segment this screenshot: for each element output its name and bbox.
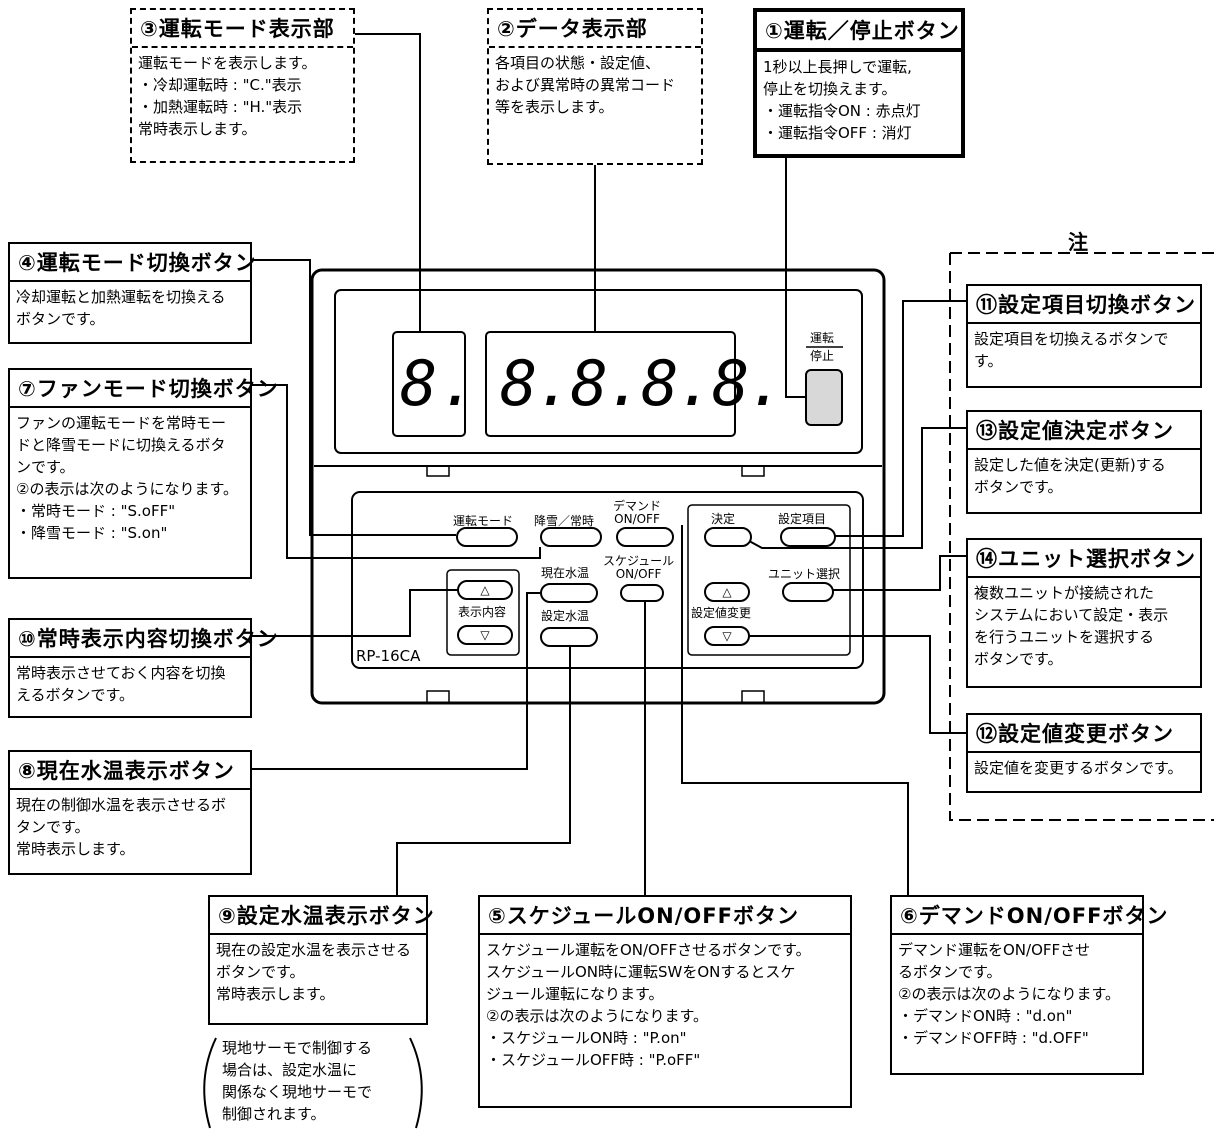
callout-title: ⑥デマンドON/OFFボタン (892, 897, 1167, 935)
display-down-button[interactable]: ▽ (457, 625, 513, 645)
data-display-digits: 8.8.8.8. (500, 347, 785, 420)
value-up-button[interactable]: △ (704, 582, 750, 602)
callout-title: ⑭ユニット選択ボタン (968, 540, 1200, 578)
callout-title: ⑧現在水温表示ボタン (10, 752, 250, 790)
callout-schedule: ⑤スケジュールON/OFFボタン スケジュール運転をON/OFFさせるボタンです… (478, 895, 852, 1108)
fan-mode-button[interactable] (540, 527, 602, 547)
callout-title: ⑬設定値決定ボタン (968, 412, 1200, 450)
down-arrow-icon: ▽ (480, 628, 490, 642)
callout-body: 運転モードを表示します。 ・冷却運転時 : "C."表示 ・加熱運転時 : "H… (138, 54, 317, 138)
callout-title: ⑨設定水温表示ボタン (210, 897, 434, 935)
callout-body: 常時表示させておく内容を切換 えるボタンです。 (16, 664, 226, 704)
demand-button[interactable] (616, 527, 674, 547)
callout-body: デマンド運転をON/OFFさせ るボタンです。 ②の表示は次のようになります。 … (898, 941, 1120, 1047)
callout-mode-switch: ④運転モード切換ボタン 冷却運転と加熱運転を切換える ボタンです。 (8, 242, 256, 344)
callout-fan-mode: ⑦ファンモード切換ボタン ファンの運転モードを常時モー ドと降雪モードに切換える… (8, 368, 278, 579)
callout-title: ⑤スケジュールON/OFFボタン (480, 897, 850, 935)
callout-title: ⑪設定項目切換ボタン (968, 286, 1200, 324)
callout-current-temp: ⑧現在水温表示ボタン 現在の制御水温を表示させるボ タンです。 常時表示します。 (8, 750, 252, 875)
setting-item-button[interactable] (780, 527, 836, 547)
decide-button-label: 決定 (711, 512, 736, 526)
callout-body: 複数ユニットが接続された システムにおいて設定・表示 を行うユニットを選択する … (974, 584, 1169, 668)
callout-body: 設定項目を切換えるボタンで す。 (974, 330, 1169, 370)
callout-data-display: ②データ表示部 各項目の状態・設定値、 および異常時の異常コード 等を表示します… (487, 8, 703, 165)
local-thermostat-note: 現地サーモで制御する 場合は、設定水温に 関係なく現地サーモで 制御されます。 (222, 1039, 373, 1123)
unit-select-label: ユニット選択 (768, 567, 841, 581)
run-stop-label-top: 運転 (810, 331, 835, 345)
callout-decide: ⑬設定値決定ボタン 設定した値を決定(更新)する ボタンです。 (966, 410, 1202, 514)
fan-button-label: 降雪／常時 (534, 514, 595, 528)
callout-title: ①運転／停止ボタン (757, 12, 961, 52)
callout-body: 設定値を変更するボタンです。 (974, 759, 1183, 777)
mode-button[interactable] (456, 527, 518, 547)
callout-body: 1秒以上長押しで運転, 停止を切換えます。 ・運転指令ON : 赤点灯 ・運転指… (763, 58, 921, 142)
callout-title: ⑩常時表示内容切換ボタン (10, 620, 278, 658)
demand-button-label: デマンド ON/OFF (613, 499, 662, 526)
up-arrow-icon: △ (480, 583, 490, 597)
button-panel (351, 491, 864, 669)
callout-body: 設定した値を決定(更新)する ボタンです。 (974, 456, 1166, 496)
callout-display-content: ⑩常時表示内容切換ボタン 常時表示させておく内容を切換 えるボタンです。 (8, 618, 278, 718)
value-change-label: 設定値変更 (691, 606, 752, 620)
callout-run-stop: ①運転／停止ボタン 1秒以上長押しで運転, 停止を切換えます。 ・運転指令ON … (753, 8, 965, 158)
run-stop-label-bottom: 停止 (810, 349, 835, 363)
callout-title: ⑦ファンモード切換ボタン (10, 370, 278, 408)
value-down-button[interactable]: ▽ (704, 626, 750, 646)
callout-demand: ⑥デマンドON/OFFボタン デマンド運転をON/OFFさせ るボタンです。 ②… (890, 895, 1167, 1075)
model-label: RP-16CA (356, 647, 421, 665)
item-button-label: 設定項目 (778, 512, 827, 526)
set-temp-button[interactable] (540, 627, 598, 647)
set-temp-label: 設定水温 (541, 609, 590, 623)
current-temp-button[interactable] (540, 583, 598, 603)
callout-body: 現在の設定水温を表示させる ボタンです。 常時表示します。 (216, 941, 412, 1003)
display-content-label: 表示内容 (458, 605, 507, 619)
mode-button-label: 運転モード (453, 514, 514, 528)
callout-body: 現在の制御水温を表示させるボ タンです。 常時表示します。 (16, 796, 227, 858)
callout-setting-item: ⑪設定項目切換ボタン 設定項目を切換えるボタンで す。 (966, 284, 1202, 388)
callout-title: ⑫設定値変更ボタン (968, 715, 1200, 753)
callout-set-temp: ⑨設定水温表示ボタン 現在の設定水温を表示させる ボタンです。 常時表示します。 (208, 895, 434, 1025)
note-label: 注 (1068, 230, 1088, 254)
callout-title: ③運転モード表示部 (132, 10, 353, 48)
callout-mode-display: ③運転モード表示部 運転モードを表示します。 ・冷却運転時 : "C."表示 ・… (130, 8, 355, 163)
controller-body (310, 268, 886, 705)
run-stop-button[interactable] (806, 370, 842, 425)
display-up-button[interactable]: △ (457, 580, 513, 600)
callout-body: 冷却運転と加熱運転を切換える ボタンです。 (16, 288, 226, 328)
display-window (334, 289, 863, 454)
callout-body: スケジュール運転をON/OFFさせるボタンです。 スケジュールON時に運転SWを… (486, 941, 811, 1069)
up-arrow-icon: △ (722, 585, 732, 599)
callout-value-change: ⑫設定値変更ボタン 設定値を変更するボタンです。 (966, 713, 1202, 793)
schedule-button-label: スケジュール ON/OFF (603, 554, 675, 581)
callout-body: 各項目の状態・設定値、 および異常時の異常コード 等を表示します。 (495, 54, 676, 116)
decide-button[interactable] (704, 527, 752, 547)
mode-display-digit: 8. (400, 347, 479, 420)
callout-body: ファンの運転モードを常時モー ドと降雪モードに切換えるボタ ンです。 ②の表示は… (16, 414, 238, 542)
current-temp-label: 現在水温 (541, 566, 590, 580)
callout-unit-select: ⑭ユニット選択ボタン 複数ユニットが接続された システムにおいて設定・表示 を行… (966, 538, 1202, 688)
schedule-button[interactable] (620, 584, 664, 602)
down-arrow-icon: ▽ (722, 629, 732, 643)
unit-select-button[interactable] (782, 582, 834, 602)
note-region-border (949, 252, 1214, 821)
callout-title: ②データ表示部 (489, 10, 701, 48)
callout-title: ④運転モード切換ボタン (10, 244, 256, 282)
